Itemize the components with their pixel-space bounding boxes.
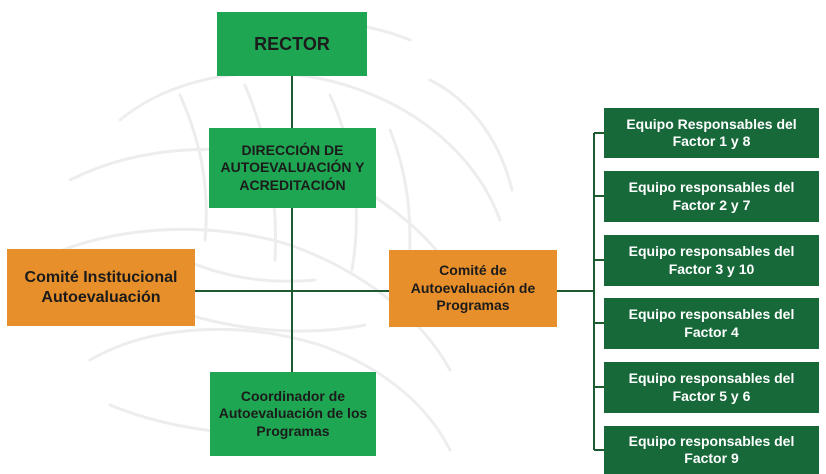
coordinador-box: Coordinador de Autoevaluación de los Pro… [210, 372, 376, 456]
team-label-4: Equipo responsables del Factor 4 [628, 306, 795, 340]
team-label-6: Equipo responsables del Factor 9 [628, 432, 795, 467]
team-box-3: Equipo responsables del Factor 3 y 10 [604, 235, 819, 286]
team-label-1: Equipo Responsables del Factor 1 y 8 [626, 115, 797, 150]
team-box-5: Equipo responsables del Factor 5 y 6 [604, 362, 819, 413]
comite-institucional-box: Comité Institucional Autoevaluación [7, 249, 195, 326]
rector-label: RECTOR [254, 33, 330, 54]
direccion-label: DIRECCIÓN DE AUTOEVALUACIÓN Y ACREDITACI… [220, 141, 365, 193]
team-label-5: Equipo responsables del Factor 5 y 6 [628, 370, 795, 404]
rector-box: RECTOR [217, 12, 367, 76]
team-box-2: Equipo responsables del Factor 2 y 7 [604, 171, 819, 222]
team-box-1: Equipo Responsables del Factor 1 y 8 [604, 108, 819, 158]
comite-programas-box: Comité de Autoevaluación de Programas [389, 250, 557, 327]
team-box-4: Equipo responsables del Factor 4 [604, 298, 819, 349]
team-label-2: Equipo responsables del Factor 2 y 7 [628, 179, 795, 213]
direccion-box: DIRECCIÓN DE AUTOEVALUACIÓN Y ACREDITACI… [209, 128, 376, 208]
comite-programas-label: Comité de Autoevaluación de Programas [410, 262, 536, 314]
coordinador-label: Coordinador de Autoevaluación de los Pro… [218, 387, 368, 439]
comite-institucional-label: Comité Institucional Autoevaluación [24, 268, 178, 306]
team-label-3: Equipo responsables del Factor 3 y 10 [628, 243, 795, 277]
team-box-6: Equipo responsables del Factor 9 [604, 426, 819, 474]
